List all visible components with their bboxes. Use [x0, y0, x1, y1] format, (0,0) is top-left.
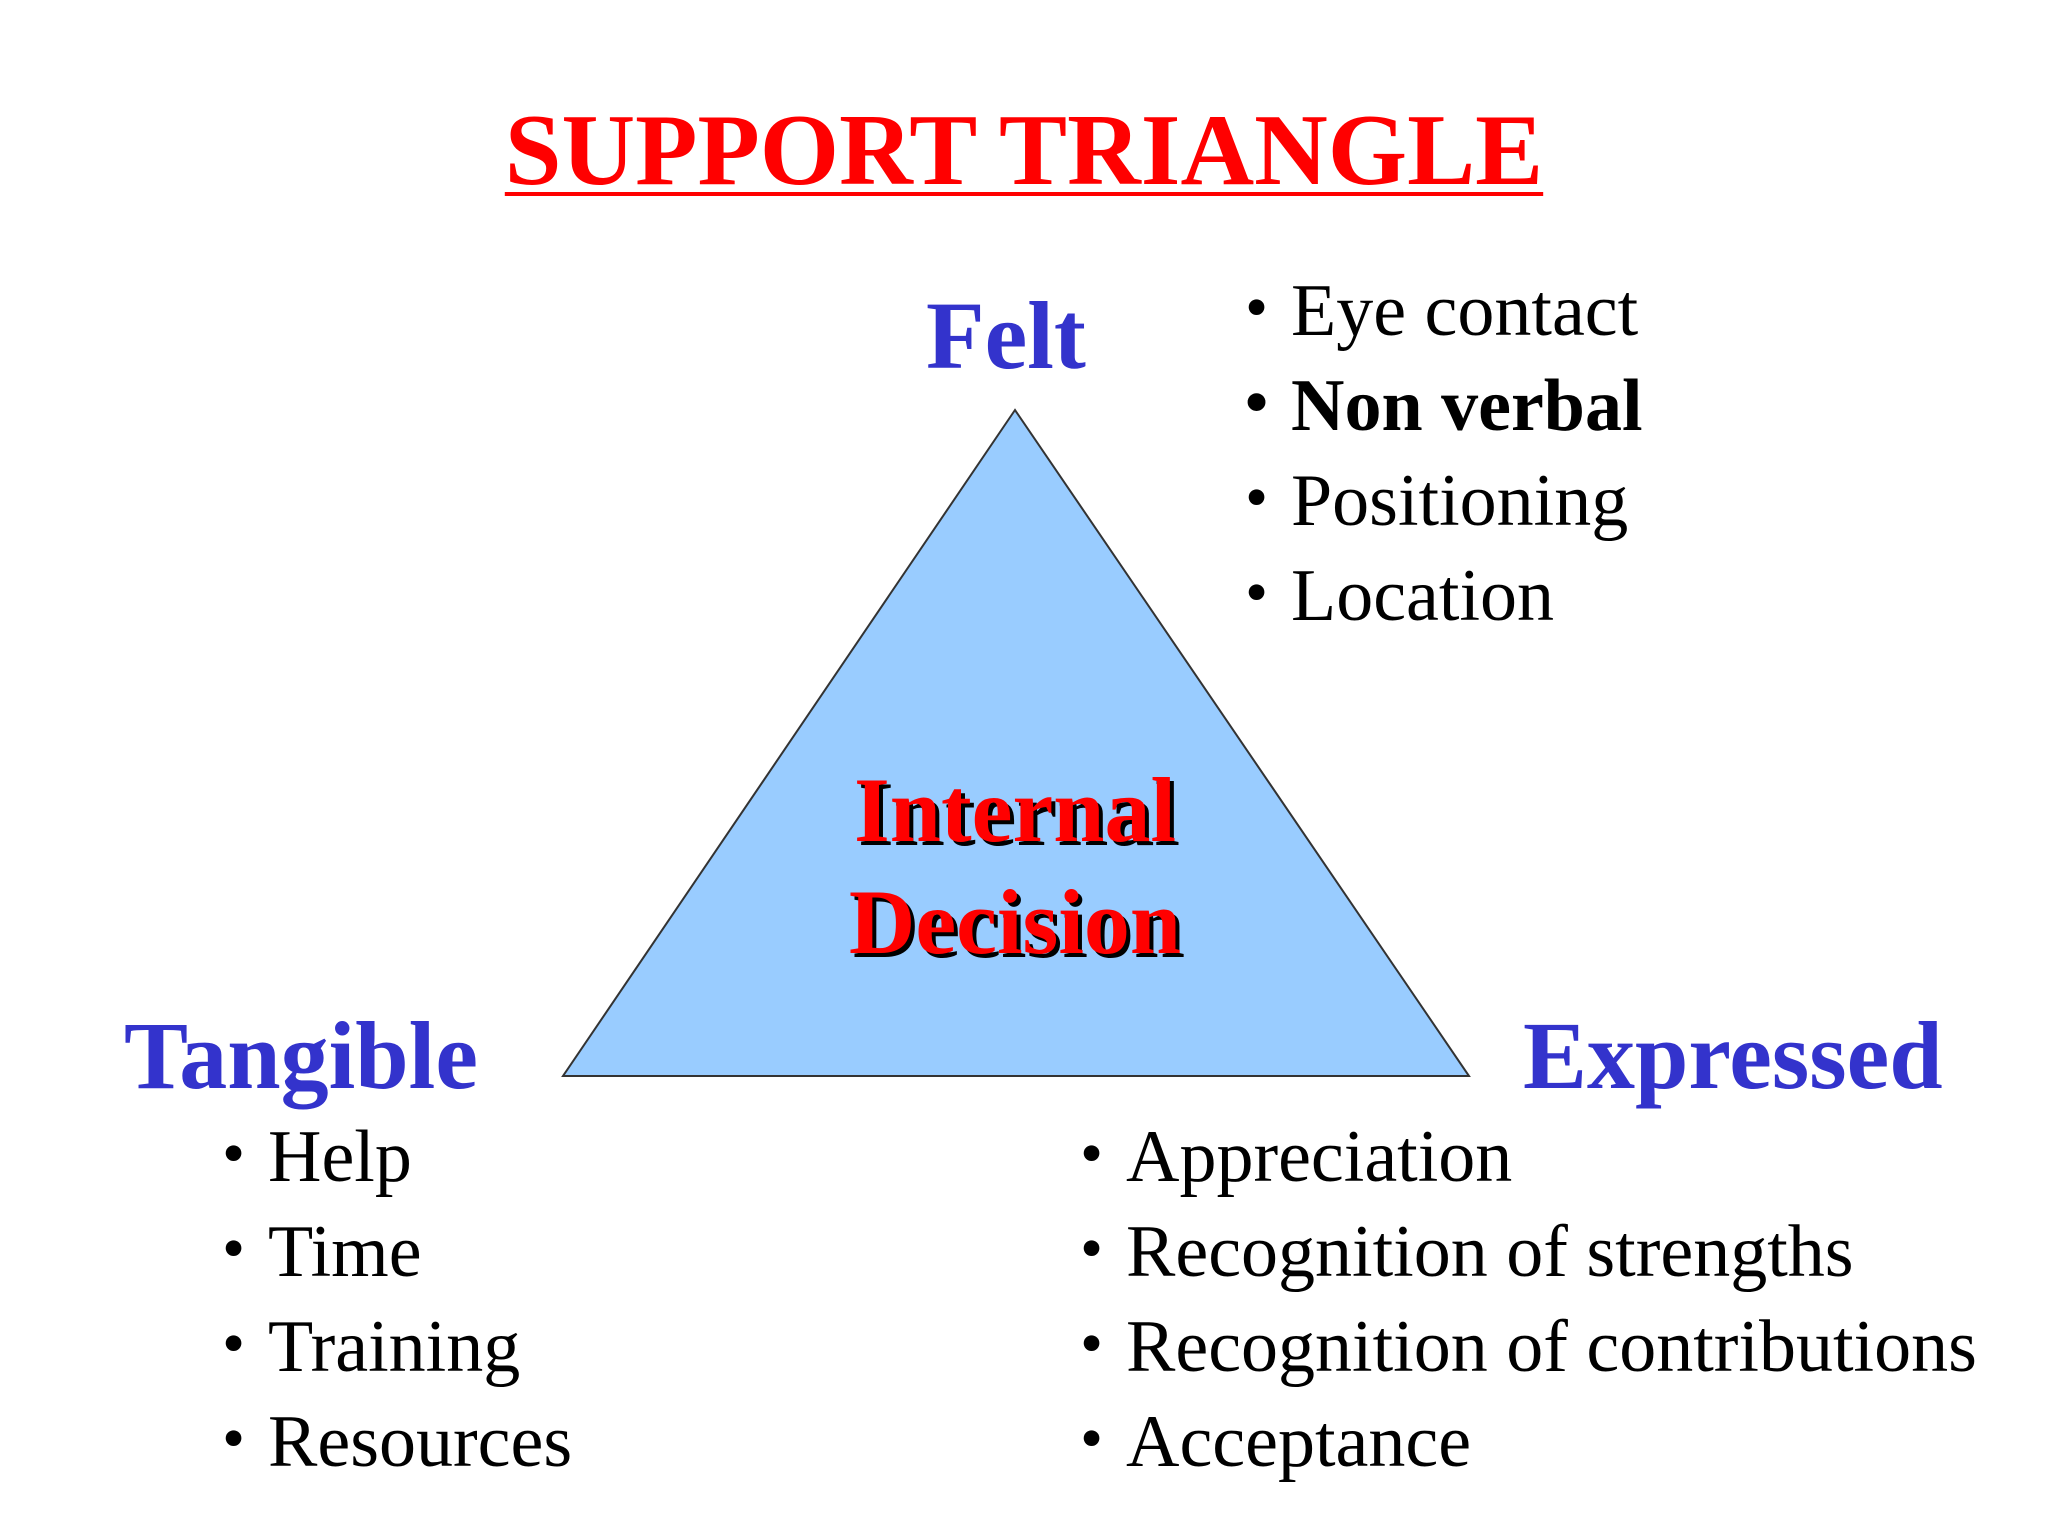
support-triangle-shape — [561, 408, 1471, 1077]
tangible-item: Help — [222, 1106, 572, 1205]
slide-title: SUPPORT TRIANGLE — [504, 94, 1544, 207]
felt-item: Positioning — [1245, 450, 1643, 549]
felt-item: Eye contact — [1245, 260, 1643, 359]
expressed-item: Appreciation — [1080, 1106, 1977, 1205]
center-line-decision: Decision — [848, 871, 1182, 974]
felt-item: Location — [1245, 545, 1643, 644]
tangible-list: Help Time Training Resources — [222, 1106, 572, 1490]
expressed-item: Recognition of strengths — [1080, 1201, 1977, 1300]
tangible-item: Time — [222, 1201, 572, 1300]
tangible-label: Tangible — [124, 1002, 478, 1109]
internal-decision-text: Internal Decision — [815, 754, 1215, 978]
felt-item: Non verbal — [1245, 355, 1643, 454]
expressed-label: Expressed — [1523, 1002, 1943, 1109]
tangible-item: Training — [222, 1296, 572, 1395]
tangible-item: Resources — [222, 1391, 572, 1490]
felt-list: Eye contact Non verbal Positioning Locat… — [1245, 260, 1643, 644]
felt-label: Felt — [926, 282, 1086, 389]
expressed-item: Recognition of contributions — [1080, 1296, 1977, 1395]
expressed-item: Acceptance — [1080, 1391, 1977, 1490]
expressed-list: Appreciation Recognition of strengths Re… — [1080, 1106, 1977, 1490]
center-line-internal: Internal — [854, 759, 1176, 861]
